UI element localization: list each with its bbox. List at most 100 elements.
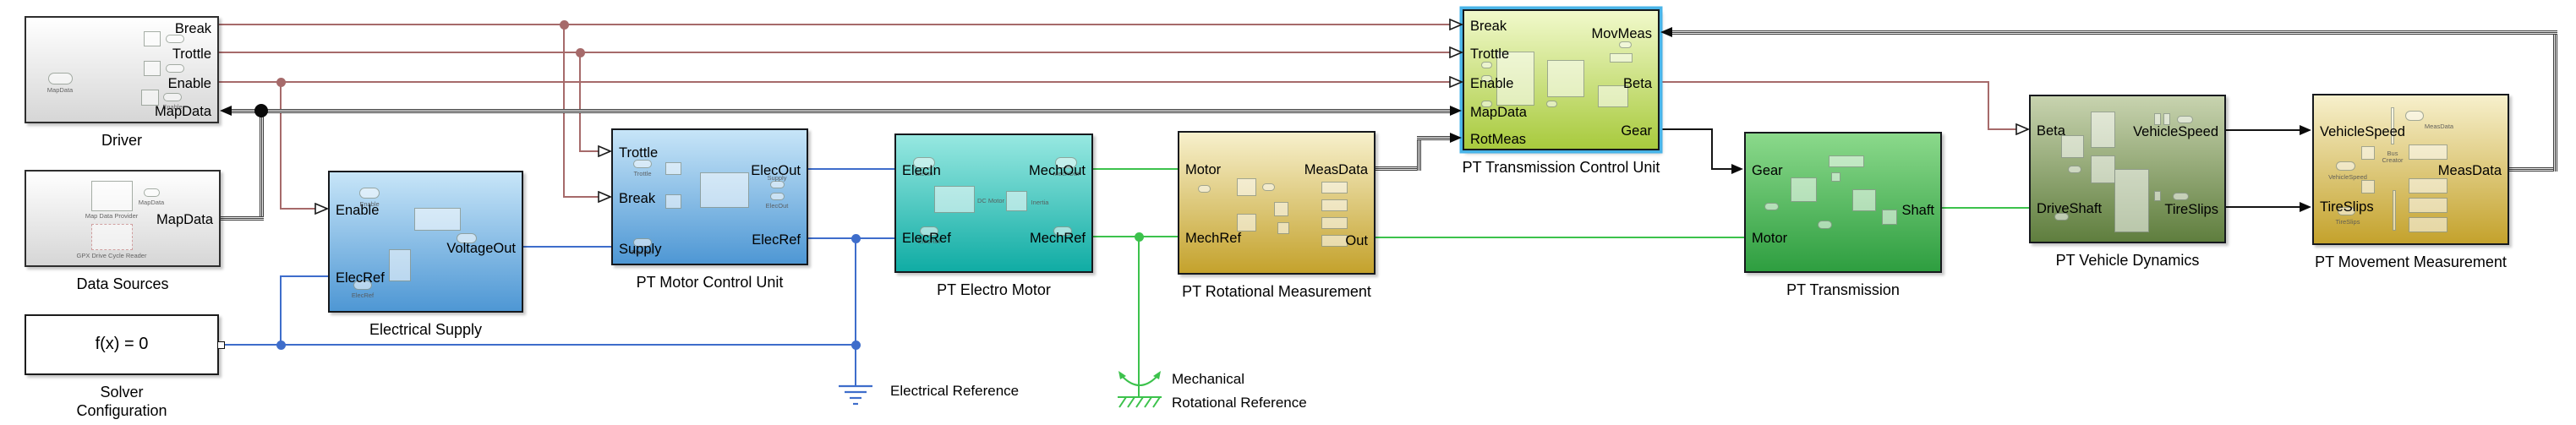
inner-shape (91, 224, 133, 250)
wire-tcu-gear-to-transmission[interactable] (1711, 128, 1713, 170)
inner-shape (163, 93, 182, 101)
wire-tcu-beta-to-vehicle-dynamics[interactable] (1988, 128, 2018, 130)
inner-caption: VehicleSpeed (2328, 173, 2367, 181)
inner-shape (457, 233, 477, 243)
block-name-pt-rotational-measurement[interactable]: PT Rotational Measurement (1182, 283, 1371, 300)
wire-driver-trottle-to-tcu-and-mcu[interactable] (579, 52, 581, 152)
wire-rotmeas-bus[interactable] (1416, 135, 1453, 140)
wire-junction-dot (850, 340, 861, 350)
wire-solver-electrical-net[interactable] (218, 344, 856, 346)
block-name-solver-configuration[interactable]: Configuration (76, 402, 167, 419)
inner-shape (1321, 217, 1348, 229)
inner-shape (2409, 144, 2447, 160)
block-name-pt-transmission[interactable]: PT Transmission (1786, 281, 1900, 298)
wire-movmeas-bus[interactable] (2507, 166, 2557, 172)
block-name-pt-movement-measurement[interactable]: PT Movement Measurement (2315, 253, 2507, 270)
block-name-pt-electro-motor[interactable]: PT Electro Motor (937, 281, 1051, 298)
block-name-pt-transmission-control-unit[interactable]: PT Transmission Control Unit (1462, 159, 1660, 176)
inner-shape (2114, 169, 2149, 232)
wire-rotmeas-out-to-transmission[interactable] (1375, 237, 1745, 238)
inner-caption: DC Motor (976, 197, 1005, 204)
wire-mcu-elecout-to-motor[interactable] (807, 168, 895, 170)
wire-tcu-beta-to-vehicle-dynamics[interactable] (1988, 81, 1989, 130)
port-label-tireslips: TireSlips (2164, 202, 2218, 217)
inner-shape (2091, 112, 2115, 148)
wire-driver-enable-to-tcu-and-supply[interactable] (218, 81, 1450, 83)
inner-shape (665, 194, 681, 209)
wire-vd-vehiclespeed-to-mm[interactable] (2225, 129, 2301, 131)
wire-driver-break-to-tcu-and-mcu[interactable] (218, 24, 1450, 25)
wire-junction-dot (254, 104, 268, 117)
wire-rotmeas-bus[interactable] (1416, 135, 1421, 171)
inner-caption: Supply (767, 174, 787, 182)
block-name-data-sources[interactable]: Data Sources (76, 275, 169, 292)
inner-caption: ElecOut (765, 202, 789, 210)
block-name-pt-vehicle-dynamics[interactable]: PT Vehicle Dynamics (2055, 252, 2200, 269)
port-label-beta: Beta (2037, 123, 2065, 139)
wire-supply-voltageout-to-mcu[interactable] (522, 246, 612, 248)
inner-shape (1547, 60, 1584, 97)
electrical-ground-icon[interactable] (834, 380, 878, 413)
block-name-pt-motor-control-unit[interactable]: PT Motor Control Unit (636, 274, 784, 291)
port-label-elecref: ElecRef (752, 232, 801, 248)
inner-shape (2054, 213, 2069, 221)
wire-driver-trottle-to-tcu-and-mcu[interactable] (579, 150, 600, 152)
inner-shape (1321, 182, 1348, 193)
wire-junction-dot (559, 19, 569, 30)
inner-caption: Trottle (633, 170, 652, 177)
inner-shape (2177, 116, 2193, 123)
port-label-elecref: ElecRef (336, 270, 385, 286)
wire-motor-mechout-to-rotmeas[interactable] (1092, 168, 1179, 170)
port-label-motor: Motor (1752, 231, 1788, 246)
wire-mapdata-bus[interactable] (259, 108, 264, 221)
inner-shape (353, 281, 372, 290)
solid-arrowhead-icon (219, 105, 232, 117)
wire-motor-mechref-net[interactable] (1138, 236, 1140, 396)
wire-mapdata-bus[interactable] (218, 215, 264, 221)
port-label-break: Break (174, 21, 211, 36)
inner-caption: ElecRef (631, 248, 654, 256)
inner-shape (1321, 199, 1348, 211)
wire-junction-dot (1134, 232, 1144, 242)
wire-rotmeas-bus[interactable] (1373, 166, 1421, 171)
port-label-supply: Supply (619, 242, 662, 257)
port-label-vehiclespeed: VehicleSpeed (2320, 124, 2405, 139)
port-label-motor: Motor (1185, 162, 1222, 177)
wire-solver-electrical-net[interactable] (855, 237, 856, 386)
block-name-electrical-supply[interactable]: Electrical Supply (369, 321, 483, 338)
wire-driver-enable-to-tcu-and-supply[interactable] (280, 81, 282, 210)
wire-solver-electrical-net[interactable] (280, 275, 282, 346)
block-name-solver-configuration[interactable]: Solver (100, 384, 144, 400)
block-solver-configuration[interactable]: f(x) = 0 (25, 314, 219, 375)
solid-arrowhead-icon (2299, 201, 2312, 213)
wire-tcu-gear-to-transmission[interactable] (1659, 128, 1713, 130)
inner-shape (144, 31, 161, 46)
block-name-driver[interactable]: Driver (101, 132, 142, 149)
wire-driver-trottle-to-tcu-and-mcu[interactable] (218, 52, 1450, 53)
wire-solver-electrical-net[interactable] (280, 275, 329, 277)
inner-shape (1262, 183, 1275, 191)
port-label-gear: Gear (1621, 123, 1652, 139)
wire-tcu-beta-to-vehicle-dynamics[interactable] (1659, 81, 1989, 83)
wire-mapdata-bus[interactable] (228, 108, 1453, 113)
inner-caption: TireSlips (2335, 218, 2360, 226)
wire-transmission-shaft-to-vd[interactable] (1941, 207, 2030, 209)
wire-movmeas-bus[interactable] (1669, 30, 2557, 35)
wire-driver-break-to-tcu-and-mcu[interactable] (563, 196, 600, 198)
wire-driver-enable-to-tcu-and-supply[interactable] (280, 208, 317, 210)
rotational-ground-icon[interactable] (1118, 368, 1172, 417)
wire-tcu-gear-to-transmission[interactable] (1711, 168, 1733, 170)
wire-movmeas-bus[interactable] (2552, 30, 2557, 172)
wire-vd-tireslips-to-mm[interactable] (2225, 206, 2301, 208)
